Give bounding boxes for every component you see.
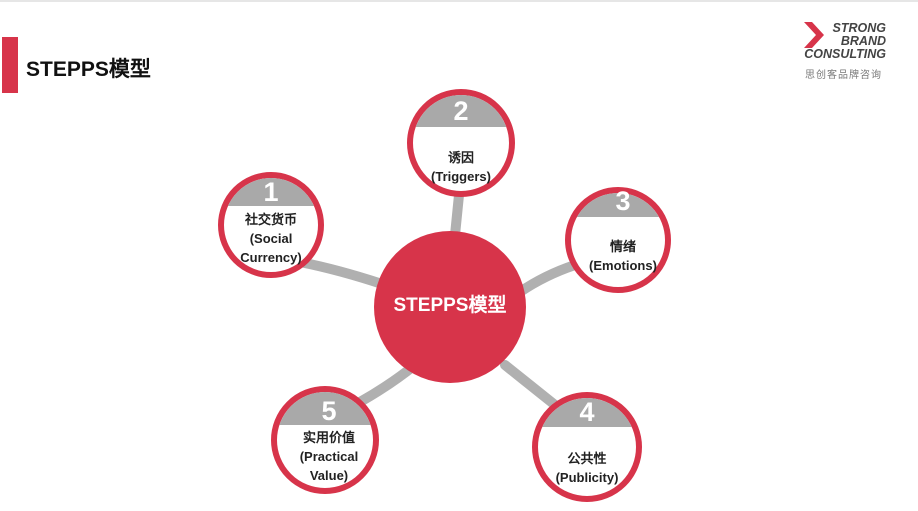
node-4-circle [532,392,642,502]
node-4-number: 4 [579,397,595,427]
node-1-en1: (Social [249,231,293,246]
center-circle [374,231,526,383]
node-1-label: 社交货币 (Social Currency) [211,210,331,267]
node-3-number: 3 [615,186,631,216]
node-4-cn: 公共性 [567,451,607,466]
node-1-cn: 社交货币 [244,212,297,227]
connector-4 [500,360,560,410]
node-2-number: 2 [453,96,469,126]
connector-3 [515,260,580,297]
logo-chevron-icon [804,22,824,48]
center-label: STEPPS模型 [393,295,507,316]
node-3-label: 情绪 (Emotions) [563,237,683,275]
node-5-en2: Value) [309,468,349,483]
node-5-cn: 实用价值 [302,430,355,445]
node-3-cn: 情绪 [609,239,636,254]
connector-1 [295,257,390,290]
node-1-number: 1 [263,177,279,207]
node-2-cn: 诱因 [447,150,474,165]
logo-line1: STRONG [832,21,886,35]
title-accent-bar [2,37,18,93]
logo-cn: 思创客品牌咨询 [805,70,882,81]
connector-5 [355,360,420,407]
node-3-circle [565,187,671,293]
brand-logo: STRONG BRAND CONSULTING 思创客品牌咨询 [800,20,910,81]
node-1-circle [218,172,324,278]
node-5-circle [271,386,379,494]
node-5-en1: (Practical [299,449,359,464]
node-5-label: 实用价值 (Practical Value) [269,428,389,485]
page-title: STEPPS模型 [26,58,151,81]
top-divider [0,0,918,2]
node-3-en1: (Emotions) [589,258,657,273]
node-2-en1: (Triggers) [431,169,491,184]
node-4-label: 公共性 (Publicity) [527,449,647,487]
node-1-en2: Currency) [240,250,302,265]
connector-2 [450,190,464,240]
node-2-label: 诱因 (Triggers) [401,148,521,186]
node-2-circle [407,89,515,197]
logo-line3: CONSULTING [804,47,886,61]
node-5-number: 5 [321,396,337,426]
logo-line2: BRAND [840,34,886,48]
node-4-en1: (Publicity) [555,470,619,485]
